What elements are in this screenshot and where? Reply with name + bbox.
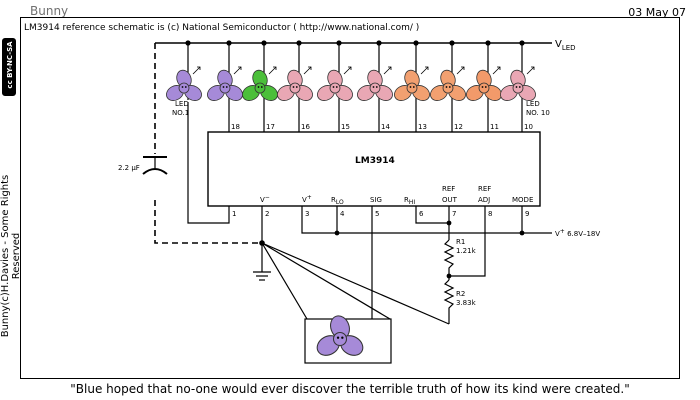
drawing-frame	[20, 17, 680, 379]
bus-junction	[519, 40, 525, 46]
pin-label-v-minus: V−	[260, 194, 270, 204]
top-pin-number: 10	[524, 123, 533, 131]
led-flower-icon	[317, 69, 353, 101]
pin-label-ref-adj-a: REF	[478, 185, 491, 193]
light-arrow-icon	[456, 66, 465, 75]
chip-label: LM3914	[355, 156, 395, 166]
led-flower-icon	[357, 69, 393, 101]
top-pin-number: 14	[381, 123, 390, 131]
light-arrow-icon	[233, 66, 242, 75]
top-pin-number: 16	[301, 123, 310, 131]
light-arrow-icon	[425, 66, 429, 70]
led-flower-icon	[242, 69, 278, 101]
bus-junction	[449, 40, 455, 46]
light-arrow-icon	[308, 66, 312, 70]
light-arrow-icon	[492, 66, 501, 75]
bus-junction	[185, 40, 191, 46]
top-pin-number: 13	[418, 123, 427, 131]
led-last-number: NO. 10	[526, 109, 550, 117]
light-arrow-icon	[192, 66, 201, 75]
vplus-label: V+ 6.8V–18V	[555, 228, 600, 238]
light-arrow-icon	[531, 66, 535, 70]
capacitor-wire	[154, 43, 262, 244]
bus-junction	[226, 40, 232, 46]
bottom-pin-number: 9	[525, 210, 529, 218]
light-arrow-icon	[383, 66, 392, 75]
top-pin-numbers: 18 17 16 15 14 13 12 11 10	[231, 123, 533, 131]
bottom-pin-number: 6	[419, 210, 424, 218]
light-arrow-icon	[348, 66, 352, 70]
top-pin-number: 18	[231, 123, 240, 131]
junctions-bottom	[259, 220, 525, 279]
led-flower-icon	[500, 69, 536, 101]
pin-label-sig: SIG	[370, 196, 382, 204]
bunny-blob-icon	[316, 315, 364, 356]
bus-junction	[376, 40, 382, 46]
bus-junction	[261, 40, 267, 46]
pin-label-ref-out-b: OUT	[442, 196, 458, 204]
light-arrow-icon	[303, 66, 312, 75]
led-last-label: LED	[526, 100, 540, 108]
led-flower-icon	[394, 69, 430, 101]
r1-value: 1.21k	[456, 247, 477, 255]
led-flowers	[166, 66, 536, 101]
r2-value: 3.83k	[456, 299, 477, 307]
bottom-wiring	[187, 102, 552, 325]
lm3914-chip	[207, 131, 541, 207]
bottom-pin-numbers: 1 2 3 4 5 6 7 8 9	[232, 210, 529, 218]
bottom-pin-number: 8	[488, 210, 492, 218]
bottom-pin-number: 3	[305, 210, 309, 218]
bottom-pin-number: 5	[375, 210, 379, 218]
caption: "Blue hoped that no-one would ever disco…	[70, 382, 630, 396]
pin-label-ref-out-a: REF	[442, 185, 455, 193]
led-flower-icon	[207, 69, 243, 101]
light-arrow-icon	[268, 66, 277, 75]
bottom-pin-number: 4	[340, 210, 345, 218]
light-arrow-icon	[420, 66, 429, 75]
pin-label-rlo: RLO	[331, 196, 344, 206]
pin-label-ref-adj-b: ADJ	[478, 196, 490, 204]
pin-label-rhi: RHI	[404, 196, 415, 206]
page-title: Bunny	[30, 4, 69, 18]
top-pin-number: 11	[490, 123, 499, 131]
credit-text: LM3914 reference schematic is (c) Nation…	[24, 23, 419, 33]
light-arrow-icon	[343, 66, 352, 75]
top-pin-number: 12	[454, 123, 463, 131]
vled-label: VLED	[555, 39, 576, 52]
top-pin-number: 15	[341, 123, 350, 131]
capacitor-plate-bottom	[142, 168, 168, 175]
pin-label-mode: MODE	[512, 196, 533, 204]
light-arrow-icon	[273, 66, 277, 70]
capacitor-label: 2.2 µF	[118, 164, 140, 172]
light-arrow-icon	[197, 66, 201, 70]
r2-name: R2	[456, 290, 465, 298]
led-first-number: NO.1	[172, 109, 189, 117]
led-flower-icon	[430, 69, 466, 101]
light-arrow-icon	[526, 66, 535, 75]
page-date: 03 May 07	[628, 6, 686, 19]
bottom-pin-number: 7	[452, 210, 456, 218]
bottom-pin-number: 1	[232, 210, 236, 218]
light-arrow-icon	[497, 66, 501, 70]
pin-label-v-plus: V+	[302, 194, 312, 204]
led-flower-icon	[277, 69, 313, 101]
bus-junction	[413, 40, 419, 46]
led-flower-icon	[166, 69, 202, 101]
bus-junction	[336, 40, 342, 46]
light-arrow-icon	[461, 66, 465, 70]
light-arrow-icon	[238, 66, 242, 70]
led-flower-icon	[466, 69, 502, 101]
light-arrow-icon	[388, 66, 392, 70]
bus-junction	[485, 40, 491, 46]
license-badge: cc BY-NC-SA	[2, 38, 16, 96]
r1-name: R1	[456, 238, 465, 246]
bottom-pin-number: 2	[265, 210, 269, 218]
led-first-label: LED	[175, 100, 189, 108]
top-pin-number: 17	[266, 123, 275, 131]
bus-junction	[296, 40, 302, 46]
led-flower-icon	[316, 315, 364, 356]
